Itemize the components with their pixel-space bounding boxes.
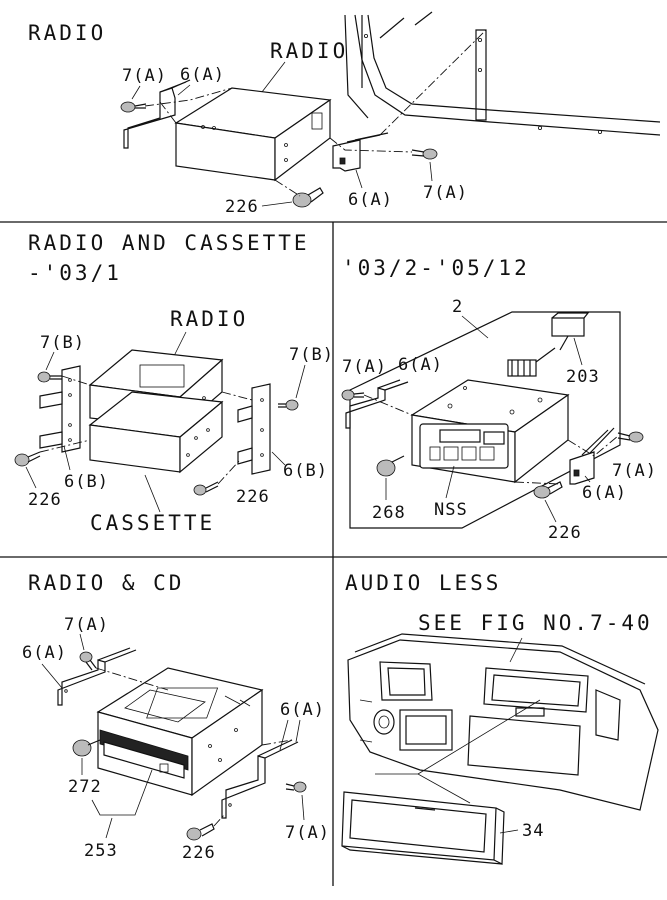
bracket-right (221, 739, 299, 819)
assembly-label: 2 (452, 297, 463, 317)
panel-radio: RADIO RADIO (28, 11, 661, 217)
bracket-right (237, 383, 271, 475)
knob-label: 272 (68, 777, 102, 797)
bracket-right-label: 6(A) (280, 700, 325, 720)
knob-226 (186, 823, 215, 841)
knob-label: 226 (225, 197, 259, 217)
radio-label: RADIO (170, 307, 248, 331)
screw-right (617, 431, 644, 443)
knob-268 (376, 455, 405, 477)
radio-label: RADIO (270, 39, 348, 63)
dashboard-frame (344, 11, 661, 136)
screw-right-label: 7(A) (423, 183, 468, 203)
pocket-34 (341, 791, 505, 865)
knob-226 (533, 481, 563, 499)
unit-label: 253 (84, 841, 118, 861)
bracket-left (123, 79, 191, 149)
pocket-label: 34 (522, 821, 544, 841)
screw-top (79, 651, 97, 671)
bracket-right-label: 6(A) (348, 190, 393, 210)
knob-226-left (14, 451, 41, 467)
panel-radio-cd: RADIO & CD 7(A) 6(A) (22, 571, 330, 863)
connector-label: 203 (566, 367, 600, 387)
panel-radio-title: RADIO (28, 21, 106, 45)
knob-left-label: 226 (28, 490, 62, 510)
bracket-left (39, 365, 81, 453)
knob-right-label: 226 (236, 487, 270, 507)
panel-radio-cd-title: RADIO & CD (28, 571, 184, 595)
screw-right-label: 7(A) (612, 461, 657, 481)
panel-audio-less-title: AUDIO LESS (345, 571, 501, 595)
screw-right (278, 399, 299, 411)
knob-226 (292, 187, 324, 208)
connector-203 (507, 312, 590, 377)
radio-cd-unit (96, 667, 264, 797)
panel-audio-less: AUDIO LESS SEE FIG NO.7-40 (341, 571, 659, 865)
panel-radio-cassette: RADIO AND CASSETTE -'03/1 RADIO CASSETTE (14, 231, 334, 535)
cassette-unit (88, 391, 224, 474)
screw-right (285, 781, 307, 793)
bracket-right-label: 6(B) (283, 461, 328, 481)
radio-unit (174, 87, 332, 182)
bracket-left-label: 6(A) (22, 643, 67, 663)
knob-right-label: 226 (548, 523, 582, 543)
bracket-right-label: 6(A) (582, 483, 627, 503)
bracket-right (332, 132, 389, 172)
radio-unit (410, 379, 570, 484)
nss-label: NSS (434, 500, 468, 520)
bracket-left-label: 6(A) (180, 65, 225, 85)
knob-bottom-label: 226 (182, 843, 216, 863)
screw-left (341, 389, 365, 401)
panel-radio-cassette-title-line2: -'03/1 (28, 261, 122, 285)
see-fig-label: SEE FIG NO.7-40 (418, 611, 653, 635)
screw-right (411, 148, 438, 160)
screw-left (37, 371, 62, 383)
cassette-label: CASSETTE (90, 511, 215, 535)
screw-right-label: 7(B) (289, 345, 334, 365)
screw-left-label: 7(A) (342, 357, 387, 377)
panel-radio-03-05-title: '03/2-'05/12 (342, 256, 530, 280)
screw-left-label: 7(B) (40, 333, 85, 353)
screw-top-label: 7(A) (64, 615, 109, 635)
knob-272 (72, 739, 101, 757)
bracket-right (569, 427, 615, 485)
bracket-left-label: 6(A) (398, 355, 443, 375)
bracket-left (57, 647, 137, 706)
bracket-left (345, 379, 409, 429)
panel-radio-cassette-title-line1: RADIO AND CASSETTE (28, 231, 310, 255)
knob-226-right (193, 481, 219, 496)
knob-label: 268 (372, 503, 406, 523)
bracket-left-label: 6(B) (64, 472, 109, 492)
screw-left-label: 7(A) (122, 66, 167, 86)
instrument-panel (347, 633, 659, 811)
assembly-outline (349, 311, 621, 529)
screw-left (120, 101, 147, 113)
panel-radio-03-05: '03/2-'05/12 2 (341, 256, 657, 543)
screw-right-label: 7(A) (285, 823, 330, 843)
